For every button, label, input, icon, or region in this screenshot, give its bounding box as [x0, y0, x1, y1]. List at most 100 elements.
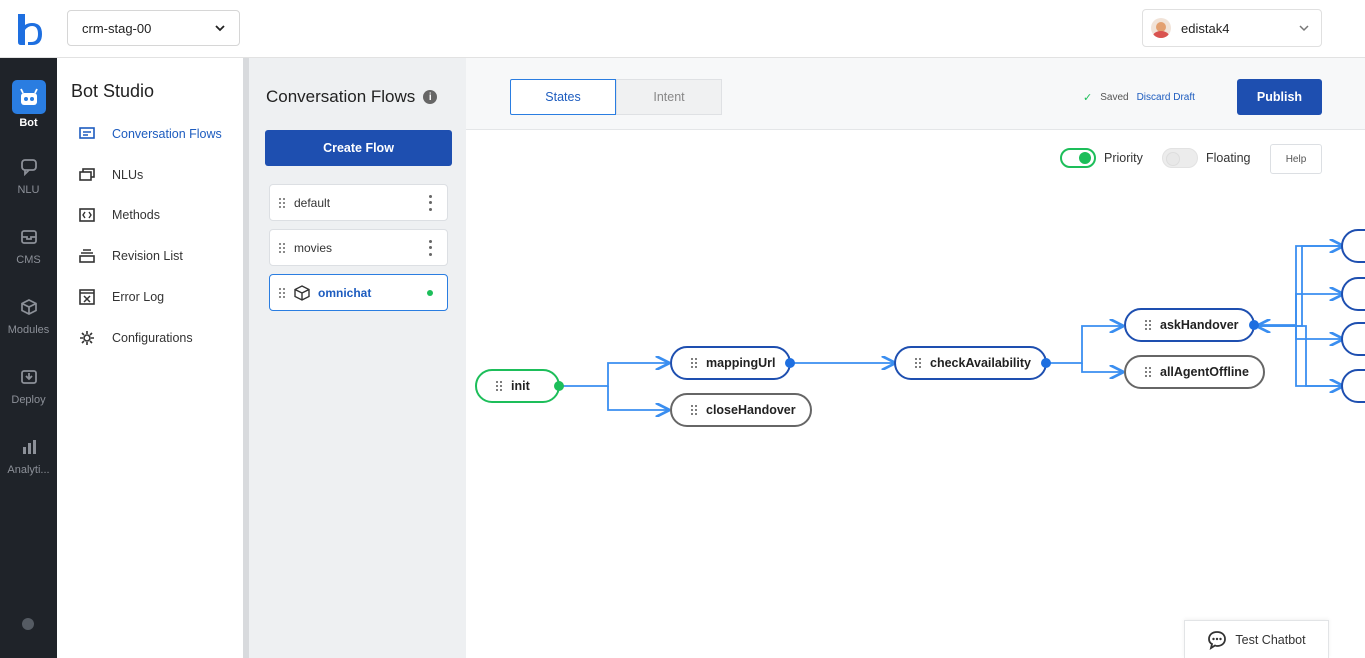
- gear-icon: [79, 330, 95, 346]
- drag-handle-icon[interactable]: [690, 404, 698, 416]
- code-icon: [79, 207, 95, 223]
- node-label: init: [511, 379, 530, 393]
- cube-icon: [18, 296, 40, 318]
- test-chatbot-button[interactable]: Test Chatbot: [1184, 620, 1329, 658]
- avatar: [1151, 18, 1171, 38]
- download-icon: [18, 366, 40, 388]
- node-allAgentOffline[interactable]: allAgentOffline: [1124, 355, 1265, 389]
- floating-toggle[interactable]: [1162, 148, 1198, 168]
- rail-item-cms[interactable]: CMS: [0, 226, 57, 286]
- help-button[interactable]: Help: [1270, 144, 1322, 174]
- graph-edges: [549, 229, 1365, 658]
- inbox-icon: [18, 226, 40, 248]
- more-options-icon[interactable]: [429, 194, 433, 211]
- workspace-select-value: crm-stag-00: [82, 20, 152, 36]
- sidebar-scrollbar[interactable]: [243, 58, 249, 658]
- rail-item-label: Deploy: [11, 394, 46, 406]
- node-output-port[interactable]: [785, 358, 796, 368]
- active-indicator: [427, 289, 433, 296]
- priority-toggle[interactable]: [1060, 148, 1096, 168]
- app-logo-icon[interactable]: [14, 12, 42, 46]
- flow-item-label: movies: [294, 240, 333, 255]
- flow-graph: init mappingUrl closeHandover checkAvail…: [466, 188, 1365, 658]
- rail-item-bot[interactable]: Bot: [0, 80, 57, 140]
- test-chatbot-label: Test Chatbot: [1235, 632, 1306, 647]
- studio-item-configurations[interactable]: Configurations: [79, 327, 193, 349]
- node-closeHandover[interactable]: closeHandover: [670, 393, 812, 427]
- node-label: askHandover: [1160, 318, 1239, 332]
- node-label: mappingUrl: [706, 356, 776, 370]
- flow-item-movies[interactable]: movies: [269, 229, 448, 266]
- flow-item-label: default: [294, 195, 331, 210]
- drag-handle-icon[interactable]: [1144, 366, 1152, 378]
- user-menu[interactable]: edistak4: [1142, 9, 1322, 47]
- create-flow-button[interactable]: Create Flow: [265, 130, 452, 166]
- drag-handle-icon[interactable]: [1144, 319, 1152, 331]
- studio-item-label: Revision List: [112, 249, 183, 263]
- rail-item-label: Analyti...: [7, 464, 50, 476]
- studio-item-label: Methods: [112, 208, 160, 222]
- info-icon[interactable]: i: [423, 90, 438, 104]
- node-output-port[interactable]: [1040, 358, 1051, 368]
- save-status: ✓ Saved Discard Draft: [1083, 91, 1195, 104]
- top-bar: crm-stag-00 edistak4: [0, 0, 1365, 58]
- floating-label: Floating: [1206, 151, 1251, 165]
- node-mappingUrl[interactable]: mappingUrl: [670, 346, 796, 380]
- rail-item-label: Modules: [7, 324, 50, 336]
- studio-item-revision-list[interactable]: Revision List: [79, 245, 183, 267]
- flows-title-text: Conversation Flows: [266, 87, 416, 106]
- priority-label: Priority: [1104, 151, 1143, 165]
- node-output-port[interactable]: [1248, 320, 1259, 330]
- drag-handle-icon[interactable]: [914, 357, 922, 369]
- flow-item-omnichat[interactable]: omnichat: [269, 274, 448, 311]
- chevron-down-icon: [1299, 25, 1309, 32]
- error-log-icon: [79, 289, 95, 305]
- saved-label: Saved: [1100, 92, 1129, 103]
- flows-title: Conversation Flows i: [266, 87, 438, 107]
- drag-handle-icon[interactable]: [690, 357, 698, 369]
- rail-item-label: Bot: [19, 117, 38, 129]
- studio-title: Bot Studio: [71, 81, 155, 101]
- discard-draft-link[interactable]: Discard Draft: [1136, 92, 1195, 103]
- node-checkAvailability[interactable]: checkAvailability: [894, 346, 1051, 380]
- chevron-down-icon: [215, 25, 225, 32]
- drag-handle-icon[interactable]: [278, 242, 286, 254]
- tab-intent[interactable]: Intent: [616, 79, 722, 115]
- user-name: edistak4: [1181, 20, 1230, 36]
- info-icon[interactable]: [22, 618, 34, 630]
- flow-canvas-area: States Intent ✓ Saved Discard Draft Publ…: [466, 58, 1365, 658]
- layers-icon: [79, 248, 95, 264]
- chat-bubble-icon: [1208, 630, 1227, 650]
- studio-item-conversation-flows[interactable]: Conversation Flows: [79, 123, 222, 145]
- flow-icon: [79, 126, 95, 142]
- robot-icon: [11, 80, 46, 114]
- node-label: closeHandover: [706, 403, 796, 417]
- node-askHandover[interactable]: askHandover: [1124, 308, 1259, 342]
- chat-icon: [18, 156, 40, 178]
- workspace-select[interactable]: crm-stag-00: [67, 10, 240, 46]
- studio-item-methods[interactable]: Methods: [79, 204, 160, 226]
- canvas-header: States Intent ✓ Saved Discard Draft Publ…: [466, 58, 1365, 130]
- drag-handle-icon[interactable]: [278, 287, 286, 299]
- studio-item-error-log[interactable]: Error Log: [79, 286, 164, 308]
- rail-item-analytics[interactable]: Analyti...: [0, 436, 57, 496]
- rail-item-nlu[interactable]: NLU: [0, 156, 57, 216]
- studio-item-label: Configurations: [112, 331, 193, 345]
- flows-panel: Conversation Flows i Create Flow default…: [249, 58, 466, 658]
- publish-button[interactable]: Publish: [1237, 79, 1322, 115]
- drag-handle-icon[interactable]: [278, 197, 286, 209]
- studio-sidebar: Bot Studio Conversation Flows NLUs Metho…: [57, 58, 243, 658]
- copy-icon: [79, 167, 95, 183]
- more-options-icon[interactable]: [429, 239, 433, 256]
- rail-item-modules[interactable]: Modules: [0, 296, 57, 356]
- node-output-port[interactable]: [553, 381, 564, 391]
- studio-item-nlus[interactable]: NLUs: [79, 164, 143, 186]
- tab-states[interactable]: States: [510, 79, 616, 115]
- node-label: checkAvailability: [930, 356, 1031, 370]
- flow-item-default[interactable]: default: [269, 184, 448, 221]
- node-init[interactable]: init: [475, 369, 564, 403]
- drag-handle-icon[interactable]: [495, 380, 503, 392]
- studio-item-label: NLUs: [112, 168, 144, 182]
- priority-toggle-group: Priority: [1060, 148, 1143, 168]
- rail-item-deploy[interactable]: Deploy: [0, 366, 57, 426]
